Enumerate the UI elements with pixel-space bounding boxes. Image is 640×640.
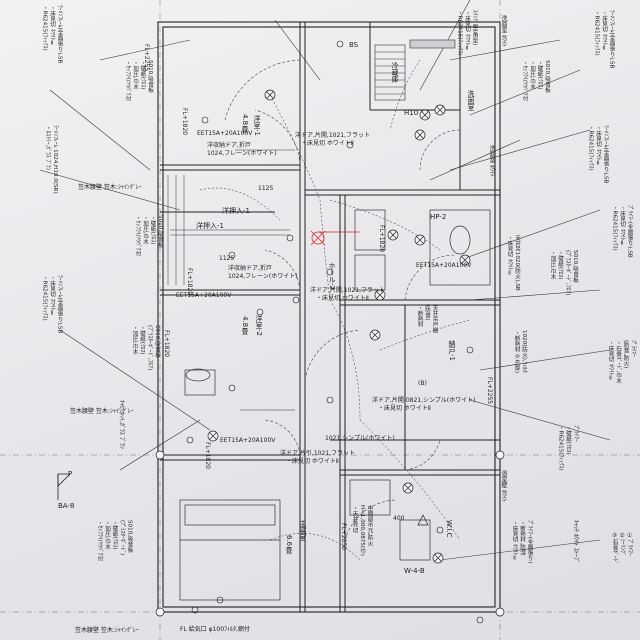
elec-label-fl-8: FL+1820 [163,330,170,358]
note-left-2: ﾗｰﾒﾝﾌﾚｰﾑ 1024,H10.0(SR) ・ﾛｽﾄﾘｰ,ｶﾞﾗｽ ﾌﾞﾗﾝ [44,125,59,194]
room-label-western-1: 洋室-1 [253,115,261,136]
note-right-3: ﾌﾟﾗｲﾏｰ(全面張り),SB ・床見切 ﾎﾜｲﾄⅡ ・R62415(ﾌｨｯｸｽ… [611,205,633,258]
elec-label-b: (B) [418,380,427,387]
note-ceiling-3: S010,吸音板 (ﾌﾟﾗｽﾀｰﾎﾞｰﾄﾞ,ﾌﾛｱ) ・壁紙(ｸﾛｽ) ・加圧,… [131,325,161,371]
room-label-wic: W.I.C [445,520,453,538]
note-ceiling-1: S010,吸音板 ・壁紙(ｸﾛｽ) ・加圧,巾木 ・ｾｯﾌﾗｲ/ｿｳﾊﾞｸ付 [124,60,154,102]
elec-label-fl-2: FL+1820 [186,268,193,296]
room-area-bedroom: 6.6畳 [285,535,293,554]
elec-label-h10: H10 [404,109,419,117]
skirting-label-2: 笠木腰壁 笠木:ｼｬｲﾝｸﾞﾚｰ [70,408,134,415]
note-right-1: ﾗｰﾒﾝﾌﾚｰﾑ(全面張り),SB ・床見切 ﾎﾜｲﾄⅡ ・R62415(ﾌｨｯ… [593,10,615,69]
note-ceiling-2: S010,吸音板 ・壁紙(ｸﾛｽ) ・加圧,巾木 ・ｾｯﾌﾗｲ/ｿｳﾊﾞｸ付 [134,215,164,257]
room-label-bedroom: 主寝室 [299,520,307,541]
wc-marker [417,514,429,526]
note-right-4: ﾌﾟﾗｲﾏｰ (防音,防火) ・石膏ﾎﾞｰﾄﾞ,巾木 ・床見切 ﾎﾜｲﾄⅡ [607,340,637,384]
note-mid-3: 天井吊1020(防火),SB ・床見切 ﾎﾜｲﾄⅡ [506,235,521,291]
elec-label-hp2: HP-2 [430,213,447,221]
door-label-1: 洋ドア,片開,1021,フラット [295,132,370,139]
elec-label-eet-4: EET15A+20A100V [416,262,472,269]
skirting-label-3: 笠木腰壁 笠木:ｼｬｲﾝｸﾞﾚｰ [75,627,139,634]
note-ceiling-5: S010,吸音板 ・壁紙(ｸﾛｽ) ・加圧,巾木 ・ｾｯﾌﾗｲ/ｿｳﾊﾞｸ付 [521,60,551,102]
elec-label-fl-7: FL+1820 [378,225,385,253]
grid-bubbles [155,450,505,617]
note-right-5: ﾌﾟﾗｲﾏｰ ・壁紙(ｸﾛｽ) ・R62415(ﾌｨｯｸｽ) [557,425,579,471]
exterior-walls [157,21,501,613]
door-label-5b: ・床見切 ホワイトⅡ [286,458,339,465]
bedroom-furniture [179,499,281,601]
note-right-6: ﾌﾟﾗｲﾏｰ(全面張り) ・断熱材,防湿 ・床見切 ﾎﾜｲﾄⅡ [511,520,533,564]
door-label-4: 洋ドア,片開,0821,シンプル(ホワイト) [372,397,476,404]
vertical-note-3: ｷｬﾋﾞﾈｯﾄ,ｶﾞﾗｽ ﾌﾞﾗﾝ [118,400,125,449]
door-label-2: 洋収納ドア,折戸 [207,142,251,149]
note-right-2: ﾗｰﾒﾝﾌﾚｰﾑ(全面張り),SB ・床見切 ﾎﾜｲﾄⅡ ・R62415(ﾌｨｯ… [587,125,609,184]
elec-label-fl-5: FL+2255 [486,377,493,405]
door-label-2b: 1024,フレーン(ホワイト) [207,150,277,157]
red-marker [310,230,360,246]
note-ceiling-4: S010,吸音板 (ﾌﾟﾗｽﾀｰﾎﾞｰﾄﾞ) ・壁紙(ｸﾛｽ) ・加圧,巾木 ・… [96,520,133,562]
section-marker [57,473,71,500]
note-bottom-right: ①ﾌﾟﾗｲﾏｰ ②ｼｰﾘﾝｸﾞ ③石膏ﾎﾞｰﾄﾞ [611,533,633,565]
vertical-note-4: ｷｬｯﾁ ﾎﾜｲﾄ ｽﾄｰﾌﾞ [572,520,579,563]
note-left-1: ﾗｰﾒﾝﾌﾚｰﾑ(全面張り),SB ・床見切 ﾎﾜｲﾄⅡ ・R62415(ﾌｨｯ… [41,5,63,64]
light-fixtures [207,89,471,564]
room-area-western-1: 4.8畳 [241,114,249,133]
door-label-5: 洋ドア,片引,1021,フラット [280,450,355,457]
room-label-wc: W-4-B [404,567,425,575]
room-label-western-2: 洋室-2 [255,315,263,336]
door-label-7b: 1024,フレーン(ホワイト) [228,273,298,280]
elec-label-fl-1: FL+1820 [181,108,188,136]
room-label-closet-2: 洋押入-1 [222,207,250,215]
door-swings [224,59,461,541]
door-label-3b: ・床見切 ホワイトⅡ [316,295,369,302]
room-label-storage: 納戸-1 [448,340,456,361]
interior-walls [160,22,500,612]
closet-shelving [167,149,295,411]
dimension-1125-b: 1125 [258,185,274,192]
room-label-hall: ホール-2 [328,262,336,290]
door-label-4b: ・床見切 ホワイトⅡ [378,405,431,412]
note-mid-1: 天井吊戸棚 (防音) ・断熱材 [416,305,438,333]
wiring [199,59,471,561]
door-label-1b: ・床見切 ホワイトⅡ [301,140,354,147]
room-label-fridge: 冷蔵庫 [391,62,399,83]
note-top-right: ｽｲﾝｸﾞ型(角型) ・床見切 ﾎﾜｲﾄⅡ ・R62415(ﾌｨｯｸｽ) [456,10,478,56]
note-mid-4: 1020(防火),ﾌｨﾙﾀ ・断熱材 0.6(厚) [513,330,528,374]
room-label-washroom: 洗面室 [467,90,475,111]
dimension-1125-a: 1125 [219,255,235,262]
stair-hatch [374,39,456,101]
room-area-western-2: 4.8畳 [241,316,249,335]
door-label-7: 洋収納ドア,折戸 [228,265,272,272]
section-marker-letter: P [68,470,73,478]
vent-label: FL 給気口 φ100ﾌｨﾙﾀ,網付 [180,626,250,633]
note-left-3: ﾗｰﾒﾝﾌﾚｰﾑ(全面張り),SB ・床見切 ﾎﾜｲﾄⅡ ・R62415(ﾌｨｯ… [41,275,63,334]
elec-label-fl-4: FL+2255 [143,44,150,72]
fixtures [184,209,491,561]
note-mid-2: 中間部吊元,防火 H=1,000,0875(巾) ・天井見切 [351,505,373,556]
elec-label-fl-6: FL+2050 [340,523,347,551]
vertical-note-5: 浴室壁 ﾎﾜｲﾄ [500,470,507,502]
outlets [186,40,484,624]
note-ceiling-6: S010,吸音板 (ﾌﾟﾗｽﾀｰﾎﾞｰﾄﾞ,ﾌﾛｱ) ・壁紙(ｸﾛｽ) ・加圧,… [549,250,579,296]
elec-label-eet-3: EET15A+20A100V [220,437,276,444]
door-label-6: 1021,シンプル(ホワイト) [325,435,395,442]
room-label-closet: 洋押入-1 [196,222,224,230]
elec-label-eet-1: EET15A+20A100V [197,130,253,137]
dimension-400: 400 [393,515,405,522]
skirting-label-1: 笠木腰壁 笠木:ｼｬｲﾝｸﾞﾚｰ [78,184,142,191]
vertical-note-2: 洗面室 ﾎﾜｲﾄ [488,145,495,177]
elec-label-eet-2: EET15A+20A100V [176,292,232,299]
door-label-3: 洋ドア,片開,1021,フラット [310,287,385,294]
elec-label-bs: BS [349,41,359,49]
elec-label-fl-3: FL+1820 [204,442,211,470]
section-marker-code: BA-8 [58,502,75,510]
vertical-note-1: 洗面室 ﾎﾜｲﾄ [500,15,507,47]
